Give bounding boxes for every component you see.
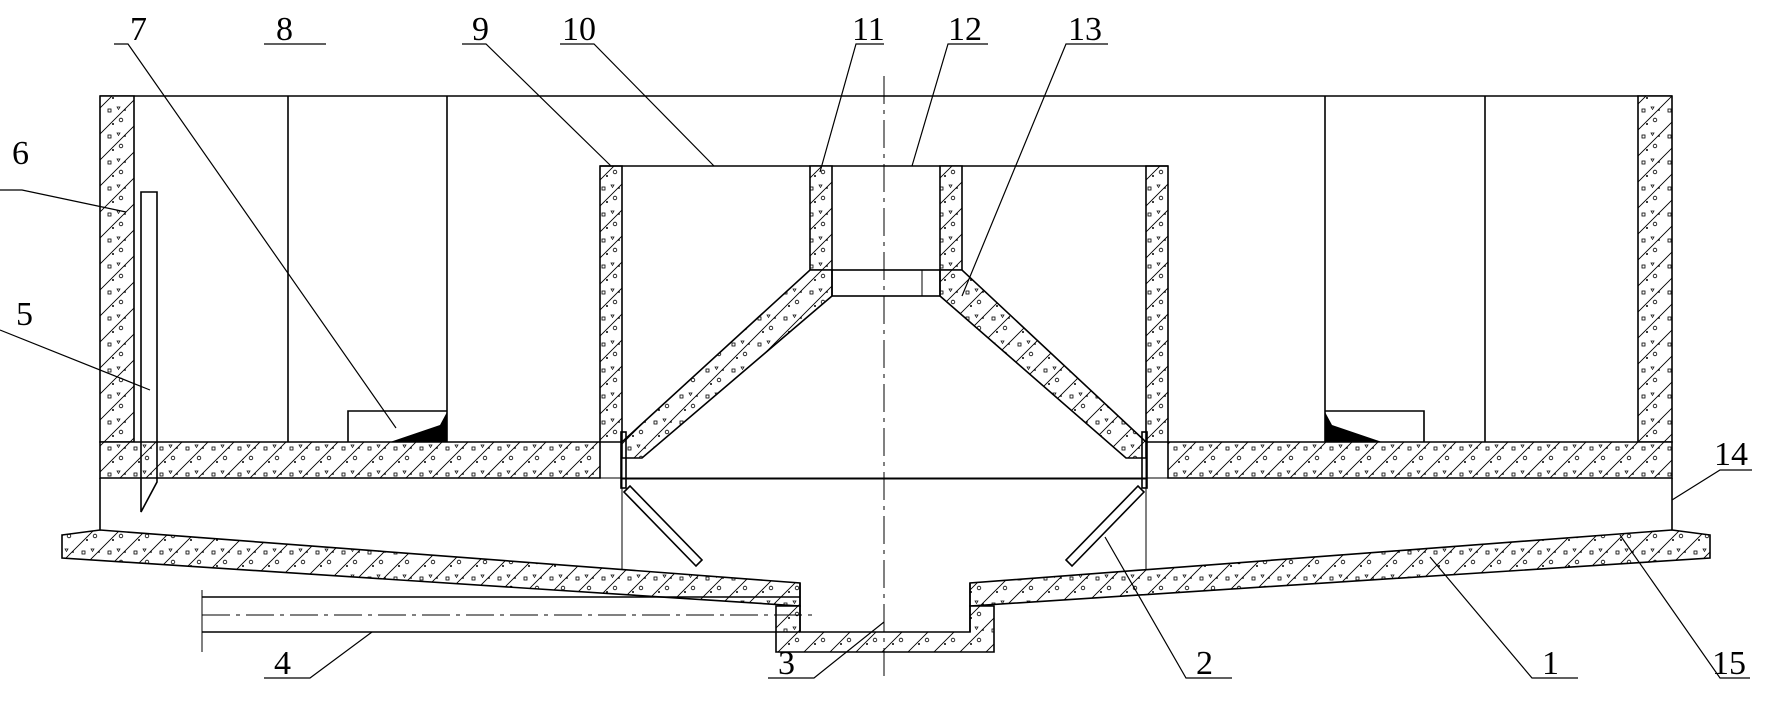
hopper-left-wall — [621, 269, 833, 459]
label-13: 13 — [1068, 11, 1102, 48]
outer-tank — [99, 95, 1673, 535]
base-left — [61, 529, 801, 607]
label-3: 3 — [778, 645, 795, 682]
left-wall — [99, 95, 135, 443]
label-14: 14 — [1714, 436, 1748, 473]
sump — [775, 605, 995, 653]
label-7: 7 — [130, 11, 147, 48]
hopper-right-wall — [939, 269, 1147, 459]
label-2: 2 — [1196, 645, 1213, 682]
leader-lines — [0, 43, 1752, 679]
central-reactor — [599, 165, 1169, 570]
jet-nozzles — [620, 431, 1148, 568]
label-8: 8 — [276, 11, 293, 48]
base-right — [969, 529, 1711, 607]
inner-right-wall — [1145, 165, 1169, 443]
label-10: 10 — [562, 11, 596, 48]
part-labels: 1 2 3 4 5 6 7 8 9 10 11 12 13 14 15 — [12, 11, 1748, 682]
inner-left-wall — [599, 165, 623, 443]
right-floor-slab — [1167, 441, 1673, 479]
label-12: 12 — [948, 11, 982, 48]
label-1: 1 — [1542, 645, 1559, 682]
chambers — [287, 96, 1486, 442]
right-wall — [1637, 95, 1673, 443]
label-9: 9 — [472, 11, 489, 48]
label-11: 11 — [852, 11, 885, 48]
label-5: 5 — [16, 296, 33, 333]
sloped-base — [61, 529, 1711, 653]
label-15: 15 — [1712, 645, 1746, 682]
drain-pipe — [201, 590, 816, 652]
label-4: 4 — [274, 645, 291, 682]
central-tube-right-wall — [939, 165, 963, 271]
central-tube-left-wall — [809, 165, 833, 271]
left-floor-slab — [99, 441, 601, 479]
inclined-drain-pipe — [140, 191, 158, 513]
label-6: 6 — [12, 135, 29, 172]
